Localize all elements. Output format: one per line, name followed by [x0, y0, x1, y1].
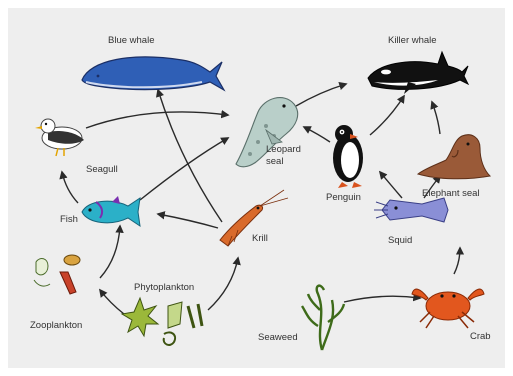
label-elephant-seal: Elephant seal	[422, 188, 480, 199]
arrow-zooplankton-to-fish	[100, 226, 120, 278]
label-killer-whale: Killer whale	[388, 35, 437, 46]
elephant-seal-illustration	[418, 135, 490, 179]
label-leopard-seal-line1: Leopard	[266, 144, 301, 155]
squid-illustration	[374, 198, 448, 222]
arrow-elephant-seal-to-killer-whale	[432, 102, 440, 134]
label-penguin: Penguin	[326, 192, 361, 203]
arrow-krill-to-fish	[158, 214, 218, 228]
arrow-penguin-to-leopard-seal	[304, 127, 330, 142]
arrow-phytoplankton-to-krill	[208, 258, 238, 310]
arrow-fish-to-seagull	[62, 172, 78, 203]
phytoplankton-illustration	[122, 298, 202, 345]
label-seagull: Seagull	[86, 164, 118, 175]
label-zooplankton: Zooplankton	[30, 320, 82, 331]
penguin-illustration	[333, 125, 363, 188]
seaweed-illustration	[302, 286, 344, 350]
label-crab: Crab	[470, 331, 491, 342]
label-phytoplankton: Phytoplankton	[134, 282, 194, 293]
label-fish: Fish	[60, 214, 78, 225]
seagull-illustration	[35, 119, 84, 156]
arrow-penguin-to-killer-whale	[370, 96, 404, 135]
arrow-crab-to-squid	[454, 248, 460, 274]
fish-illustration	[82, 196, 140, 226]
arrow-squid-to-penguin	[380, 172, 402, 198]
blue-whale-illustration	[82, 57, 224, 90]
arrow-krill-to-blue-whale	[158, 90, 222, 222]
arrow-seagull-to-leopard-seal	[86, 112, 228, 128]
zooplankton-illustration	[34, 255, 80, 294]
arrow-phytoplankton-to-zooplankton	[100, 290, 124, 314]
label-krill: Krill	[252, 233, 268, 244]
label-squid: Squid	[388, 235, 412, 246]
label-leopard-seal-line2: seal	[266, 156, 283, 167]
killer-whale-illustration	[368, 52, 468, 94]
crab-illustration	[412, 289, 484, 328]
arrow-seaweed-to-crab	[344, 296, 420, 302]
arrow-leopard-seal-to-killer-whale	[296, 84, 346, 106]
label-blue-whale: Blue whale	[108, 35, 154, 46]
arrow-fish-to-leopard-seal	[140, 138, 228, 200]
label-seaweed: Seaweed	[258, 332, 298, 343]
